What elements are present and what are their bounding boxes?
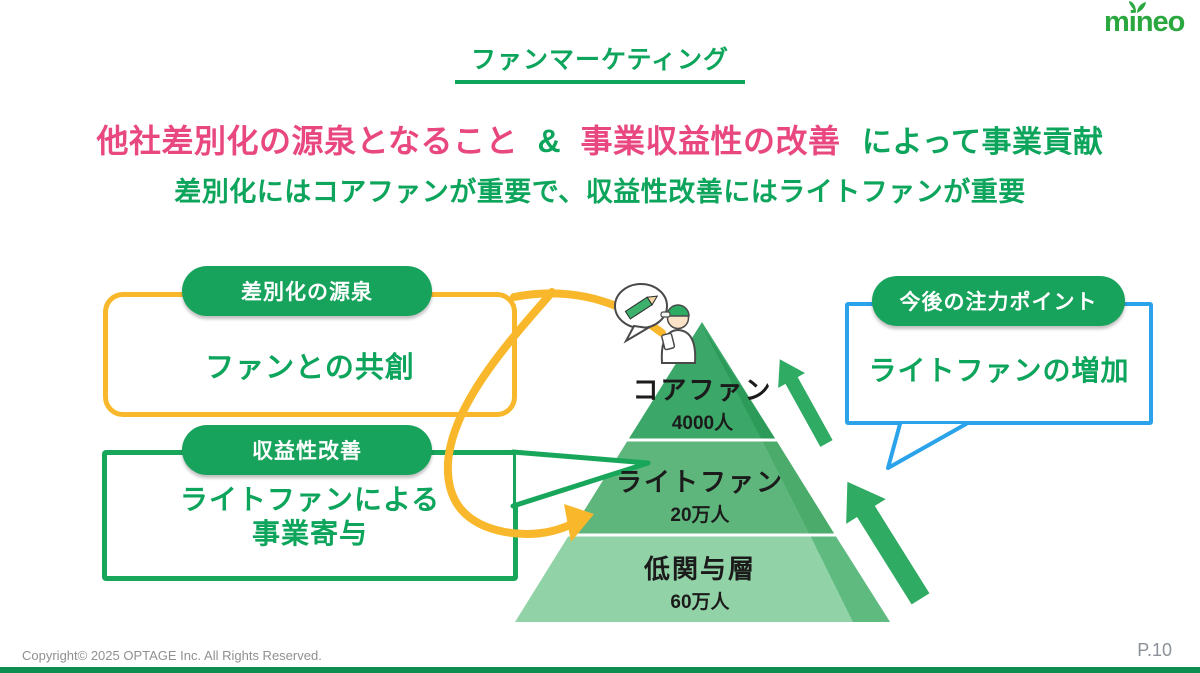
focus-body: ライトファンの増加 <box>868 355 1130 386</box>
tier-light-count: 20万人 <box>670 505 730 526</box>
tier-low-count: 60万人 <box>670 592 730 613</box>
yellow-arrowhead <box>564 504 594 542</box>
pencil-icon <box>624 295 659 320</box>
headline-green-suffix: によって事業貢献 <box>861 126 1104 159</box>
mineo-logo-text: mineo <box>1104 6 1185 38</box>
differentiation-body: ファンとの共創 <box>205 352 415 384</box>
character-illustration <box>614 283 697 364</box>
focus-bubble-tail <box>886 422 968 470</box>
tier-core-count: 4000人 <box>671 413 734 434</box>
profitability-body-line1: ライトファンによる <box>179 484 441 515</box>
tier-core-label: コアファン <box>632 375 773 405</box>
page-title: ファンマーケティング <box>454 40 745 84</box>
pyramid-tier-low-side <box>810 535 890 622</box>
headline-ampersand: & <box>537 123 562 159</box>
footer-bar <box>0 667 1200 673</box>
title-wrap: ファンマーケティング <box>0 40 1200 84</box>
leaf-icon <box>1129 1 1146 13</box>
headline-pink-1: 他社差別化の源泉となること <box>96 123 519 159</box>
tier-low-label: 低関与層 <box>643 554 756 584</box>
page-number: P.10 <box>1137 640 1172 660</box>
profitability-body: ライトファンによる 事業寄与 <box>102 483 518 551</box>
headline-pink-2: 事業収益性の改善 <box>580 123 841 159</box>
mineo-logo: mineo <box>1104 1 1196 46</box>
profitability-badge: 収益性改善 <box>182 425 432 475</box>
copyright-text: Copyright© 2025 OPTAGE Inc. All Rights R… <box>22 648 322 663</box>
headline: 他社差別化の源泉となること & 事業収益性の改善 によって事業貢献 <box>0 116 1200 162</box>
profitability-body-line2: 事業寄与 <box>251 518 368 550</box>
tier-light-label: ライトファン <box>615 467 784 497</box>
subtitle: 差別化にはコアファンが重要で、収益性改善にはライトファンが重要 <box>174 177 1026 207</box>
up-arrow-light <box>840 474 937 612</box>
differentiation-badge: 差別化の源泉 <box>182 266 432 316</box>
focus-badge: 今後の注力ポイント <box>872 276 1125 326</box>
